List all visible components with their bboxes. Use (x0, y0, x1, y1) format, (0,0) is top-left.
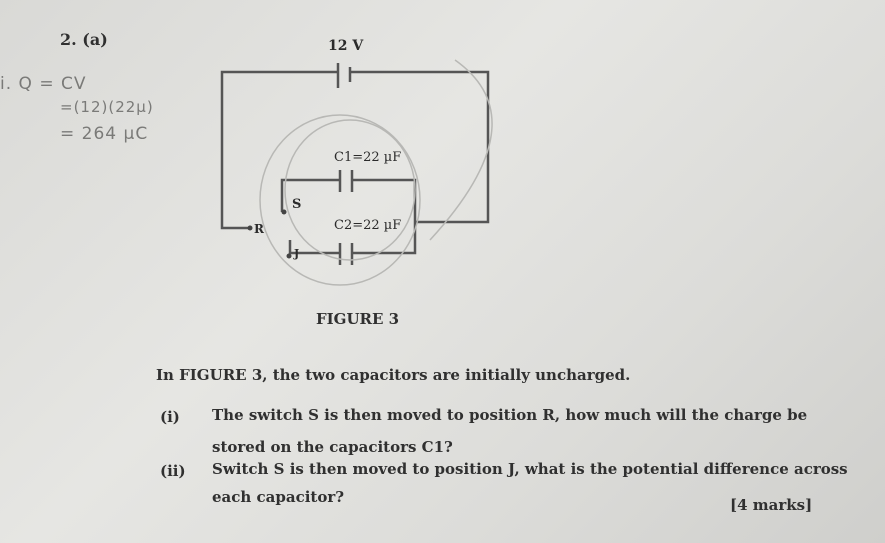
part-i-line1: The switch S is then moved to position R… (212, 406, 808, 424)
handwritten-line-2: =(12)(22µ) (60, 98, 154, 116)
switch-label: S (292, 197, 302, 212)
marks-label: [4 marks] (730, 496, 813, 514)
c2-label: C2=22 µF (334, 218, 402, 233)
terminal-j-label: J (294, 247, 300, 260)
handwritten-line-3: = 264 µC (60, 124, 149, 144)
pencil-scribbles (259, 59, 493, 286)
question-number: 2. (a) (60, 30, 108, 49)
figure-caption: FIGURE 3 (316, 310, 400, 328)
inner-wire (280, 178, 417, 255)
terminal-r-label: R (254, 222, 264, 236)
part-i-label: (i) (160, 408, 180, 426)
outer-wire (220, 70, 490, 230)
question-intro: In FIGURE 3, the two capacitors are init… (156, 366, 631, 384)
part-ii-line1: Switch S is then moved to position J, wh… (212, 460, 848, 478)
part-ii-label: (ii) (160, 462, 186, 480)
terminal-r-dot (247, 225, 253, 231)
part-ii-line2: each capacitor? (212, 488, 345, 506)
part-i-line2: stored on the capacitors C1? (212, 438, 453, 456)
c1-label: C1=22 µF (334, 150, 402, 165)
switch-pivot-dot (281, 209, 287, 215)
battery-label: 12 V (328, 38, 364, 54)
handwritten-line-1: i. Q = CV (0, 74, 87, 94)
terminal-j-dot (286, 253, 292, 259)
